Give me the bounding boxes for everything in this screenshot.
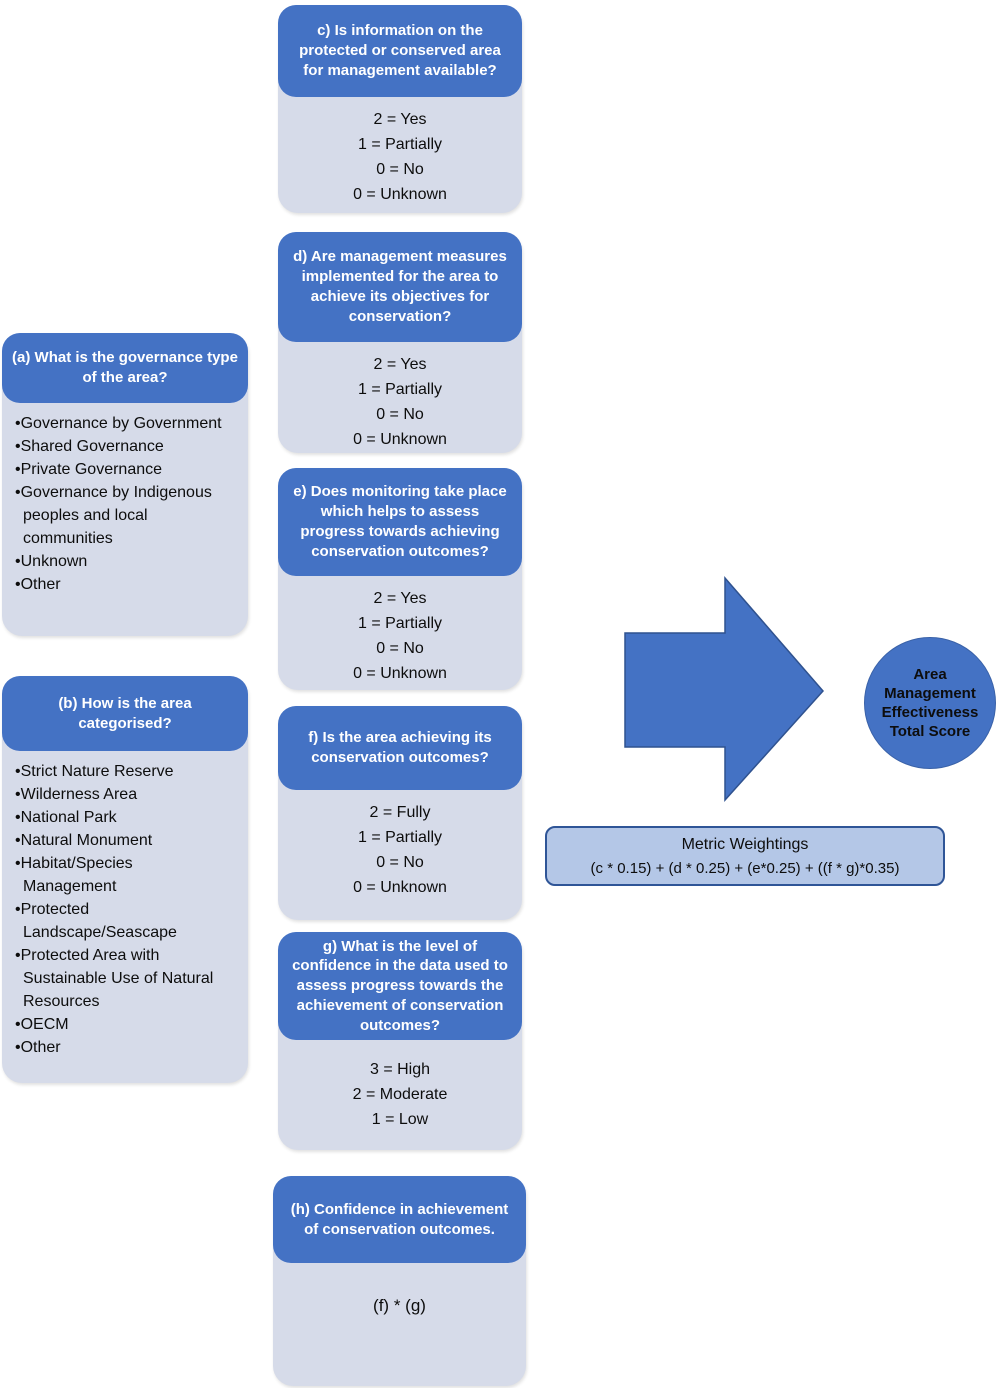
question-box-a: (a) What is the governance type of the a… — [2, 333, 248, 636]
question-a-title: (a) What is the governance type of the a… — [12, 349, 238, 386]
question-d-header: d) Are management measures implemented f… — [278, 232, 522, 342]
bullet-item: Protected Area with Sustainable Use of N… — [15, 944, 222, 1013]
question-box-b: (b) How is the area categorised? Strict … — [2, 676, 248, 1083]
bullet-item: Other — [15, 573, 222, 596]
question-d-score-options: 2 = Yes 1 = Partially 0 = No 0 = Unknown — [278, 342, 522, 452]
score-option: 1 = Low — [371, 1111, 429, 1128]
score-option: 0 = Unknown — [353, 665, 447, 682]
question-b-header: (b) How is the area categorised? — [2, 676, 248, 751]
score-option: 2 = Yes — [373, 111, 427, 128]
score-option: 0 = No — [376, 161, 424, 178]
question-a-header: (a) What is the governance type of the a… — [2, 333, 248, 403]
score-option: 0 = No — [376, 406, 424, 423]
question-f-score-options: 2 = Fully 1 = Partially 0 = No 0 = Unknown — [278, 790, 522, 900]
score-option: 1 = Partially — [357, 615, 443, 632]
bullet-item: National Park — [15, 806, 222, 829]
question-e-score-options: 2 = Yes 1 = Partially 0 = No 0 = Unknown — [278, 576, 522, 686]
score-option: 0 = Unknown — [353, 186, 447, 203]
bullet-item: Private Governance — [15, 458, 222, 481]
question-c-score-options: 2 = Yes 1 = Partially 0 = No 0 = Unknown — [278, 97, 522, 207]
score-option: 0 = Unknown — [353, 431, 447, 448]
score-option: 1 = Partially — [357, 136, 443, 153]
bullet-item: Wilderness Area — [15, 783, 222, 806]
question-d-title: d) Are management measures implemented f… — [293, 248, 507, 325]
question-e-title: e) Does monitoring take place which help… — [293, 483, 507, 560]
bullet-item: Strict Nature Reserve — [15, 760, 222, 783]
metric-weightings-title: Metric Weightings — [681, 835, 809, 853]
metric-weightings-formula: (c * 0.15) + (d * 0.25) + (e*0.25) + ((f… — [590, 859, 900, 877]
arrow-right-icon — [624, 575, 825, 802]
bullet-item: Other — [15, 1036, 222, 1059]
question-g-title: g) What is the level of confidence in th… — [292, 937, 508, 1034]
score-option: 1 = Partially — [357, 381, 443, 398]
question-box-e: e) Does monitoring take place which help… — [278, 468, 522, 690]
bullet-item: Governance by Government — [15, 412, 222, 435]
score-option: 0 = No — [376, 854, 424, 871]
question-box-g: g) What is the level of confidence in th… — [278, 932, 522, 1150]
bullet-item: Protected Landscape/Seascape — [15, 898, 222, 944]
score-option: 3 = High — [369, 1061, 431, 1078]
question-h-header: (h) Confidence in achievement of conserv… — [273, 1176, 526, 1263]
question-a-answer-list: Governance by GovernmentShared Governanc… — [2, 403, 248, 596]
bullet-item: OECM — [15, 1013, 222, 1036]
score-option: 2 = Fully — [369, 804, 431, 821]
question-h-title: (h) Confidence in achievement of conserv… — [290, 1200, 509, 1238]
question-e-header: e) Does monitoring take place which help… — [278, 468, 522, 576]
bullet-item: Habitat/Species Management — [15, 852, 222, 898]
bullet-item: Natural Monument — [15, 829, 222, 852]
question-b-title: (b) How is the area categorised? — [58, 694, 192, 732]
result-circle: Area Management Effectiveness Total Scor… — [864, 637, 996, 769]
metric-weightings-box: Metric Weightings (c * 0.15) + (d * 0.25… — [545, 826, 945, 886]
score-option: 0 = No — [376, 640, 424, 657]
score-option: 0 = Unknown — [353, 879, 447, 896]
question-box-c: c) Is information on the protected or co… — [278, 5, 522, 213]
score-option: 2 = Yes — [373, 590, 427, 607]
score-option: 2 = Yes — [373, 356, 427, 373]
bullet-item: Shared Governance — [15, 435, 222, 458]
question-f-header: f) Is the area achieving its conservatio… — [278, 706, 522, 790]
question-box-f: f) Is the area achieving its conservatio… — [278, 706, 522, 920]
question-b-answer-list: Strict Nature ReserveWilderness AreaNati… — [2, 751, 248, 1059]
score-option: 1 = Partially — [357, 829, 443, 846]
question-g-header: g) What is the level of confidence in th… — [278, 932, 522, 1040]
question-c-header: c) Is information on the protected or co… — [278, 5, 522, 97]
question-g-score-options: 3 = High 2 = Moderate 1 = Low — [278, 1040, 522, 1132]
bullet-item: Unknown — [15, 550, 222, 573]
question-h-formula: (f) * (g) — [373, 1296, 426, 1315]
result-label: Area Management Effectiveness Total Scor… — [881, 665, 979, 741]
question-f-title: f) Is the area achieving its conservatio… — [308, 729, 492, 766]
question-box-h: (h) Confidence in achievement of conserv… — [273, 1176, 526, 1386]
bullet-item: Governance by Indigenous peoples and loc… — [15, 481, 222, 550]
question-c-title: c) Is information on the protected or co… — [299, 22, 501, 79]
score-option: 2 = Moderate — [352, 1086, 448, 1103]
question-box-d: d) Are management measures implemented f… — [278, 232, 522, 453]
